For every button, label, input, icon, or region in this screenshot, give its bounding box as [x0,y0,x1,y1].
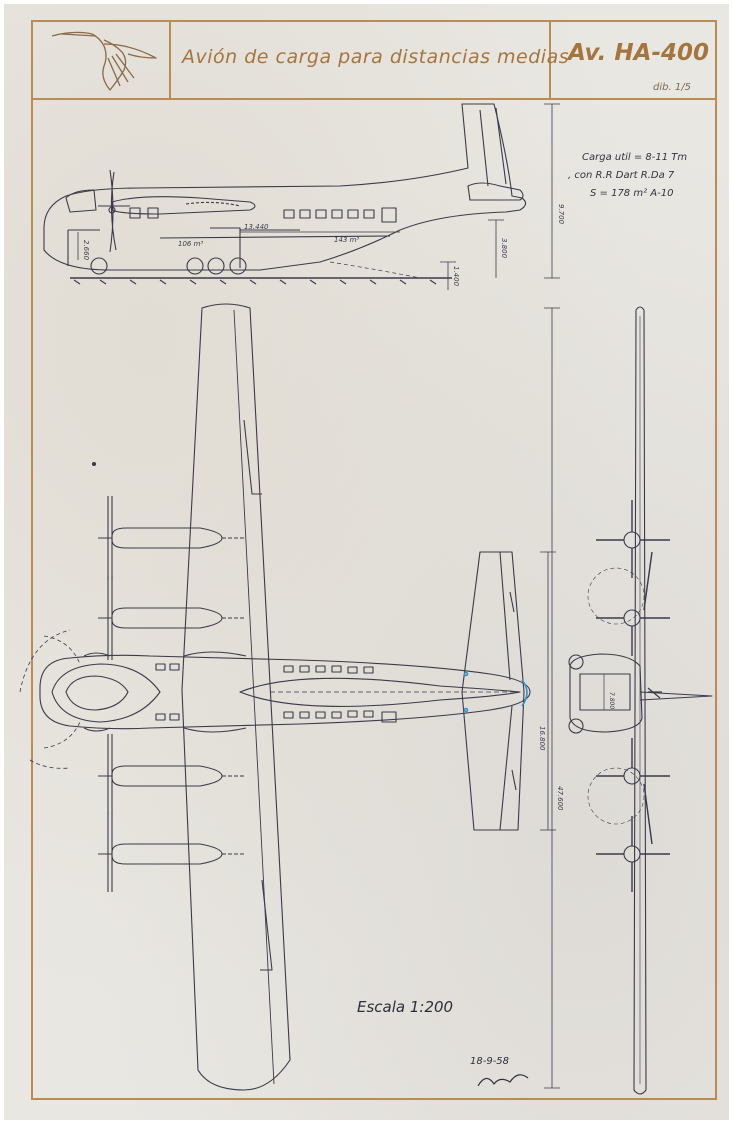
drawing-date: 18-9-58 [470,1056,510,1067]
spec-line-3: S = 178 m² A-10 [590,188,674,199]
side-windows [129,207,397,223]
dim-front-width: 7.800 [608,692,615,709]
dim-cargo-front: 106 m³ [178,240,203,248]
drawing-frame [31,20,717,1100]
drawing-title: Avión de carga para distancias medias [182,46,570,68]
dim-side-length: 13.440 [244,223,269,231]
dim-wingspan: 47.600 [556,786,564,811]
drawing-sheet [4,4,729,1120]
dim-door-height: 3.800 [500,238,508,259]
dim-cargo-rear: 143 m³ [334,236,359,244]
front-view [568,306,713,1095]
side-view [43,103,560,290]
plan-view [19,303,560,1091]
dim-ground-clear: 1.400 [452,266,460,287]
scale-label: Escala 1:200 [357,998,454,1016]
signature-scrawl [477,1074,529,1087]
title-block-bottom-line [31,98,717,100]
front-engines [596,500,670,892]
company-logo [51,31,157,91]
title-block-divider-left [169,20,171,100]
sheet-reference: dib. 1/5 [653,82,691,93]
title-block-divider-right [549,20,551,100]
dim-cabin-height: 2.660 [82,240,90,261]
spec-line-1: Carga util = 8-11 Tm [582,152,688,163]
spec-line-2: , con R.R Dart R.Da 7 [568,170,675,181]
highlight-marks [463,671,528,713]
dim-fuselage-length: 16.800 [538,726,546,751]
plan-windows [155,663,397,723]
aircraft-designation: Av. HA-400 [568,40,710,66]
dim-overall-height: 9.700 [557,204,565,225]
plan-engines [111,527,244,865]
